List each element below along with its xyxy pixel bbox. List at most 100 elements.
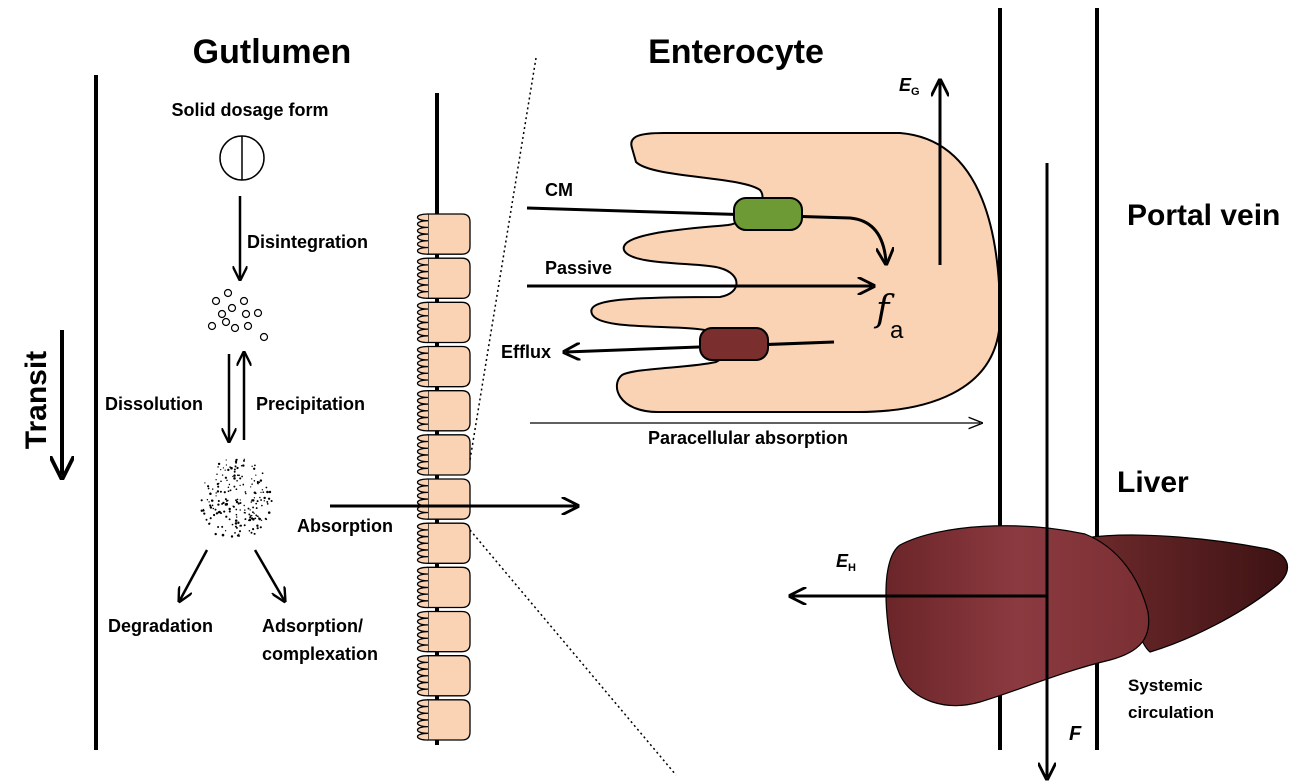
dissolved-particle [238, 522, 240, 524]
dissolved-particle [237, 474, 239, 476]
enterocyte-villus [418, 302, 471, 342]
dissolved-particle [251, 532, 253, 534]
dissolved-particle [251, 517, 253, 519]
dissolved-particle [228, 490, 230, 492]
dissolved-particle [234, 532, 236, 534]
dissolved-particle [215, 479, 216, 480]
dissolved-particle [213, 514, 215, 516]
transit-label: Transit [20, 351, 53, 449]
dissolved-particle [268, 511, 271, 514]
dissolved-particle [215, 492, 216, 493]
enterocyte-villus [418, 567, 471, 607]
dissolved-particle [257, 516, 258, 517]
dissolved-particle [218, 463, 220, 465]
dissolved-particle [208, 523, 210, 525]
dissolved-particle [244, 509, 245, 510]
dissolved-particle [233, 477, 236, 480]
systemic-label-line2: circulation [1128, 703, 1214, 722]
dissolved-particle [236, 516, 237, 517]
eh-label: EH [836, 551, 856, 574]
dissolved-particle [223, 467, 224, 468]
enterocyte-villus [418, 435, 471, 475]
dissolved-particle [235, 509, 237, 511]
dissolved-particle [201, 499, 203, 501]
dissolved-particle [208, 501, 209, 502]
dissolved-particle [235, 519, 238, 522]
dissolved-particle [237, 535, 239, 537]
enterocyte-villus [418, 391, 471, 431]
dissolved-particle [237, 499, 239, 501]
dissolved-particle [232, 524, 234, 526]
dissolved-particle [221, 526, 223, 528]
zoom-line-top [470, 58, 536, 460]
dissolved-particle [268, 498, 270, 500]
dissolved-particle [208, 488, 210, 490]
dissolved-particle [225, 469, 226, 470]
dissolved-particle [243, 460, 245, 462]
dissolved-particle [211, 500, 213, 502]
dissolved-particle [210, 517, 212, 519]
dissolved-particle [206, 519, 208, 521]
dissolved-particle [236, 488, 238, 490]
dissolved-particle [230, 489, 232, 491]
dissolved-particle [212, 488, 213, 489]
dissolved-particle [203, 512, 205, 514]
adsorption-arrow [255, 550, 284, 600]
dissolved-particle [228, 487, 230, 489]
dissolved-particle [251, 483, 253, 485]
dissolved-particle [236, 467, 238, 469]
dissolved-particle [203, 509, 204, 510]
dissolved-particle [239, 525, 240, 526]
dissolved-particle [216, 473, 217, 474]
dissolved-particle [216, 512, 218, 514]
dissolved-particle [204, 482, 205, 483]
dissolved-particle [229, 484, 230, 485]
dissolved-particle [201, 509, 203, 511]
dissolved-particle [217, 486, 219, 488]
dissolved-particle [252, 528, 254, 530]
dissolved-particle [225, 498, 227, 500]
dissolved-particle [234, 471, 236, 473]
dissolved-particle [235, 522, 238, 525]
dissolved-particle [239, 509, 240, 510]
liver-title: Liver [1117, 466, 1189, 499]
dissolved-particle [256, 525, 258, 527]
dissolved-particle [264, 500, 265, 501]
dissolved-particle [252, 506, 254, 508]
dissolved-particle [240, 499, 241, 500]
degradation-arrow [180, 550, 207, 600]
dissolved-particle [255, 474, 256, 475]
dissolved-particle [207, 485, 209, 487]
dissolved-particle [254, 497, 255, 498]
dissolved-particle [248, 508, 250, 510]
dissolved-particle [257, 500, 259, 502]
dissolved-drug-icon [201, 459, 273, 538]
gut-lumen-title: Gutlumen [193, 33, 352, 71]
dissolved-particle [252, 511, 254, 513]
dissolved-particle [231, 535, 233, 537]
dissolved-particle [223, 511, 225, 513]
dissolved-particle [239, 530, 241, 532]
dissolved-particle [226, 459, 227, 460]
dissolved-particle [207, 499, 208, 500]
dissolved-particle [250, 509, 251, 510]
dissolved-particle [266, 501, 268, 503]
dissolved-particle [266, 491, 269, 494]
dissolved-particle [209, 504, 211, 506]
dissolved-particle [217, 526, 219, 528]
dissolved-particle [215, 509, 217, 511]
dissolved-particle [229, 510, 231, 512]
precipitation-label: Precipitation [256, 394, 365, 414]
dissolved-particle [254, 533, 256, 535]
paracellular-label: Paracellular absorption [648, 428, 848, 448]
dissolved-particle [232, 476, 233, 477]
dissolved-particle [254, 465, 256, 467]
dissolved-particle [243, 505, 244, 506]
eg-label: EG [899, 75, 920, 98]
dissolved-particle [244, 459, 245, 460]
adsorption-label-line2: complexation [262, 644, 378, 664]
dissolved-particle [235, 465, 237, 467]
cm-transporter [734, 198, 802, 230]
enterocyte-villus [418, 612, 471, 652]
